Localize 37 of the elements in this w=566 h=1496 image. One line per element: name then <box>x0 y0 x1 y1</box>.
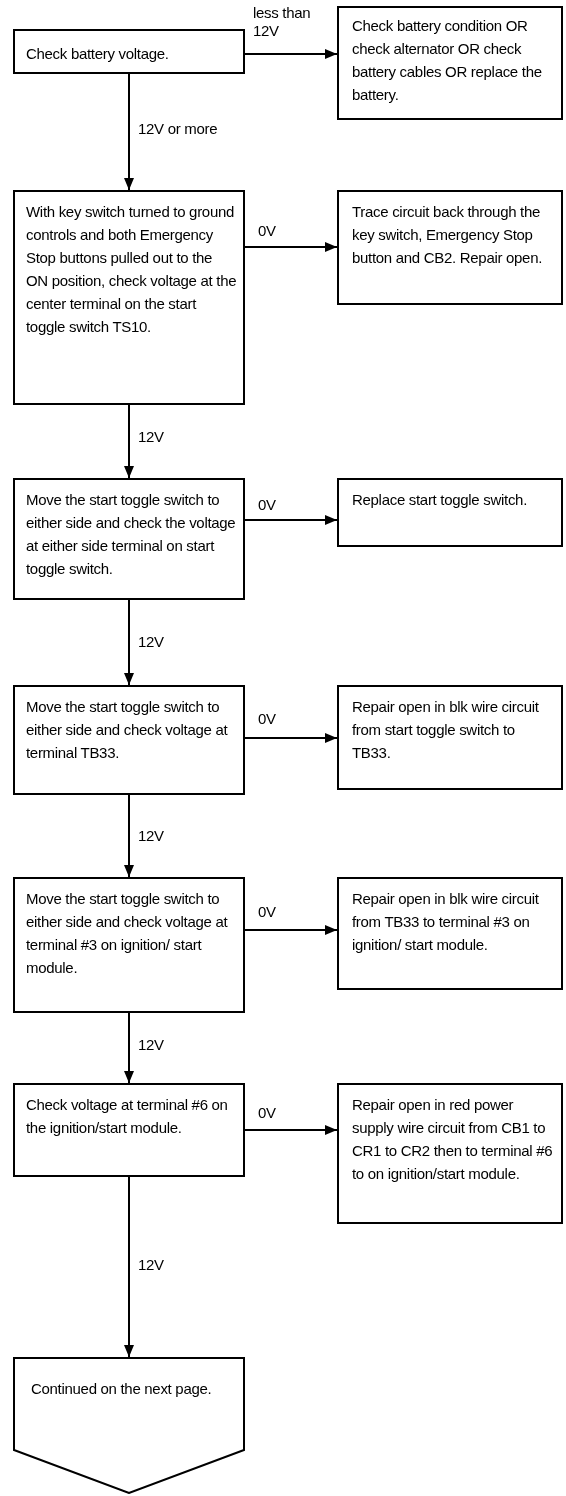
process-box <box>337 1083 563 1224</box>
step-text: Move the start toggle switch to either side and check the voltage at either side terminal on start toggle switch. <box>26 490 237 579</box>
step-text: Repair open in blk wire circuit from TB33 to terminal #3 on ignition/ start module. <box>352 889 540 955</box>
step-text: Move the start toggle switch to either side and check voltage at terminal TB33. <box>26 697 229 763</box>
step-text: Trace circuit back through the key switch, Emergency Stop button and CB2. Repair open. <box>352 202 544 268</box>
process-box <box>13 685 245 795</box>
arrow <box>244 1125 338 1135</box>
arrow <box>244 925 338 935</box>
step-text: Repair open in blk wire circuit from start toggle switch to TB33. <box>352 697 540 763</box>
process-box <box>13 478 245 600</box>
process-box <box>337 685 563 790</box>
step-text: Check battery voltage. <box>26 44 170 64</box>
arrow <box>124 794 134 878</box>
process-box <box>337 190 563 305</box>
arrow <box>244 515 338 525</box>
arrow <box>244 242 338 252</box>
step-text: Repair open in red power supply wire circuit from CB1 to CR1 to CR2 then to terminal #6 to on ignition/start module. <box>352 1095 554 1184</box>
step-text: Move the start toggle switch to either side and check voltage at terminal #3 on ignition/ start module. <box>26 889 229 978</box>
process-box <box>13 1083 245 1177</box>
arrow <box>124 1176 134 1358</box>
arrow <box>124 73 134 191</box>
step-text: Replace start toggle switch. <box>352 490 529 510</box>
arrow <box>124 1012 134 1084</box>
step-text: With key switch turned to ground controls and both Emergency Stop buttons pulled out to the ON position, check voltage at the center terminal on the start toggle switch TS10. <box>26 202 237 337</box>
step-text: Check voltage at terminal #6 on the ignition/start module. <box>26 1095 229 1138</box>
arrow <box>244 733 338 743</box>
step-text: Continued on the next page. <box>31 1379 213 1399</box>
process-box <box>13 190 245 405</box>
process-box <box>13 29 245 74</box>
process-box <box>337 877 563 990</box>
process-box <box>337 6 563 120</box>
arrow <box>124 404 134 479</box>
step-text: Check battery condition OR check alternator OR check battery cables OR replace the battery. <box>352 16 543 105</box>
process-box <box>13 877 245 1013</box>
arrow <box>124 599 134 686</box>
process-box <box>337 478 563 547</box>
arrow <box>244 49 338 59</box>
